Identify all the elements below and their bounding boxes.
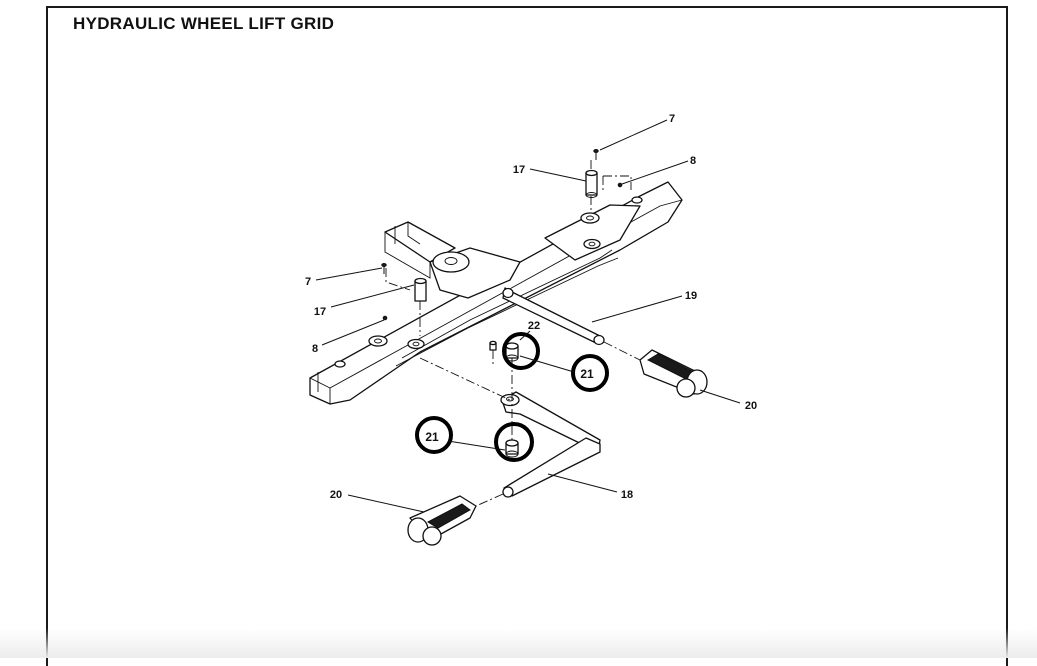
leader-lines (315, 119, 741, 513)
callout-19: 19 (685, 290, 697, 302)
highlight-ring-callout-21-right (571, 354, 609, 392)
callout-8-left: 8 (312, 343, 318, 355)
fitting-8-left (382, 315, 388, 321)
wheel-cradle-20-left (407, 495, 477, 546)
wheel-cradle-20-right (639, 349, 708, 398)
figure-title: HYDRAULIC WHEEL LIFT GRID (73, 14, 335, 33)
callout-17-top: 17 (513, 164, 525, 176)
callout-17-left: 17 (314, 306, 326, 318)
right-joint (544, 204, 641, 261)
cross-tube-19 (502, 287, 605, 346)
bolt-pad (583, 238, 601, 250)
page-bottom-fade (0, 628, 1037, 658)
pin-17-top (585, 169, 598, 198)
callout-22: 22 (528, 320, 540, 332)
highlight-ring-bushing-lower (494, 422, 534, 462)
screw-7-top (593, 149, 599, 160)
pivot-boss (432, 251, 470, 273)
callout-21-left: 21 (425, 430, 439, 444)
bolt-pad (407, 338, 425, 350)
main-frame (309, 181, 683, 405)
callout-20-right: 20 (745, 400, 757, 412)
callout-8-top: 8 (690, 155, 696, 167)
pin-17-left (414, 277, 427, 302)
bushing-21-lower (505, 439, 519, 458)
callout-7-left: 7 (305, 276, 311, 288)
highlight-ring-bushing-upper (502, 332, 540, 370)
callout-20-left: 20 (330, 489, 342, 501)
bolt-pad (580, 212, 600, 224)
screw-7-left (381, 263, 387, 274)
pin-22 (489, 340, 497, 351)
callout-7-top: 7 (669, 113, 675, 125)
callout-18: 18 (621, 489, 633, 501)
callout-21-right: 21 (580, 367, 594, 381)
frame-stub (384, 221, 456, 263)
highlight-ring-callout-21-left (415, 416, 453, 454)
l-arm-18 (500, 391, 601, 498)
fitting-8-top (617, 182, 623, 188)
bolt-pad (368, 335, 388, 347)
